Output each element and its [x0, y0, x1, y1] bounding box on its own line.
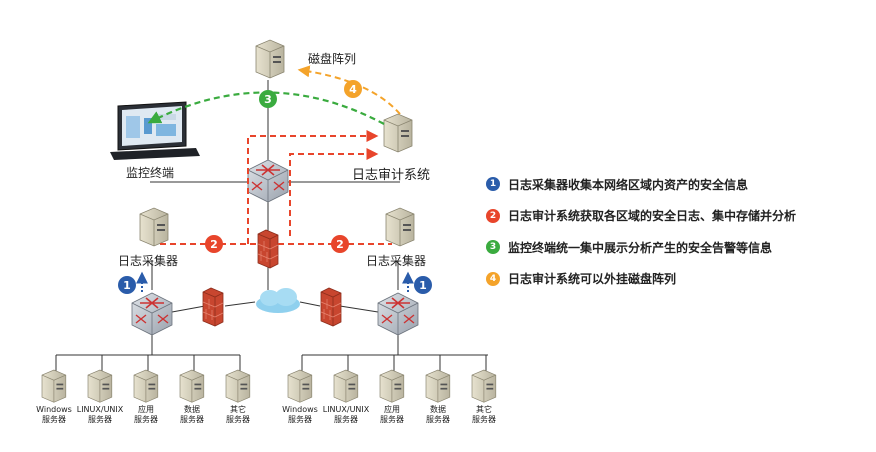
legend-text: 日志审计系统可以外挂磁盘阵列 — [508, 272, 677, 286]
network-links — [55, 80, 488, 372]
server-label: 应用服务器 — [380, 405, 404, 424]
flow-2-arrows — [160, 130, 392, 245]
right-firewall-icon — [320, 287, 342, 327]
legend-item-2: 2 日志审计系统获取各区域的安全日志、集中存储并分析 — [486, 208, 796, 224]
collector-right-server-icon — [385, 207, 415, 247]
audit-system-server-icon — [383, 113, 413, 153]
legend-num: 4 — [486, 271, 500, 286]
server-icon — [333, 369, 359, 403]
server-icon — [425, 369, 451, 403]
server-label: 应用服务器 — [134, 405, 158, 424]
legend-num: 1 — [486, 177, 500, 191]
collector-left-server-icon — [139, 207, 169, 247]
step-2-badge-left: 2 — [205, 235, 223, 253]
monitor-terminal-label: 监控终端 — [126, 166, 175, 180]
legend: 1 日志采集器收集本网络区域内资产的安全信息 2 日志审计系统获取各区域的安全日… — [486, 176, 796, 302]
step-1-badge-left: 1 — [118, 276, 136, 294]
step-3-badge: 3 — [259, 90, 277, 108]
legend-text: 日志审计系统获取各区域的安全日志、集中存储并分析 — [508, 209, 797, 223]
server-icon — [133, 369, 159, 403]
legend-text: 日志采集器收集本网络区域内资产的安全信息 — [508, 177, 749, 192]
step-1-badge-right: 1 — [414, 276, 432, 294]
server-icon — [87, 369, 113, 403]
left-server-group — [41, 369, 251, 403]
server-icon — [41, 369, 67, 403]
core-firewall-icon — [257, 229, 279, 269]
step-4-badge: 4 — [344, 80, 362, 98]
legend-item-3: 3 监控终端统一集中展示分析产生的安全告警等信息 — [486, 239, 796, 255]
core-switch-icon — [247, 159, 289, 203]
server-icon — [471, 369, 497, 403]
server-icon — [225, 369, 251, 403]
server-icon — [379, 369, 405, 403]
legend-num: 3 — [486, 240, 500, 254]
legend-num: 2 — [486, 208, 500, 223]
left-switch-icon — [131, 292, 173, 336]
monitor-terminal-icon — [110, 101, 200, 160]
left-firewall-icon — [202, 287, 224, 327]
legend-text: 监控终端统一集中展示分析产生的安全告警等信息 — [508, 240, 773, 255]
collector-left-label: 日志采集器 — [118, 254, 179, 268]
server-icon — [287, 369, 313, 403]
right-switch-icon — [377, 292, 419, 336]
audit-system-label: 日志审计系统 — [352, 168, 431, 183]
server-icon — [179, 369, 205, 403]
legend-item-4: 4 日志审计系统可以外挂磁盘阵列 — [486, 271, 796, 287]
server-label: 其它服务器 — [472, 405, 496, 424]
server-label: 数据服务器 — [180, 405, 204, 424]
internet-cloud-icon — [256, 288, 300, 313]
disk-array-server-icon — [255, 39, 285, 79]
right-server-group — [287, 369, 497, 403]
step-2-badge-right: 2 — [331, 235, 349, 253]
server-label: 数据服务器 — [426, 405, 450, 424]
server-label: 其它服务器 — [226, 405, 250, 424]
collector-right-label: 日志采集器 — [366, 254, 427, 268]
disk-array-label: 磁盘阵列 — [308, 52, 357, 66]
legend-item-1: 1 日志采集器收集本网络区域内资产的安全信息 — [486, 176, 796, 192]
